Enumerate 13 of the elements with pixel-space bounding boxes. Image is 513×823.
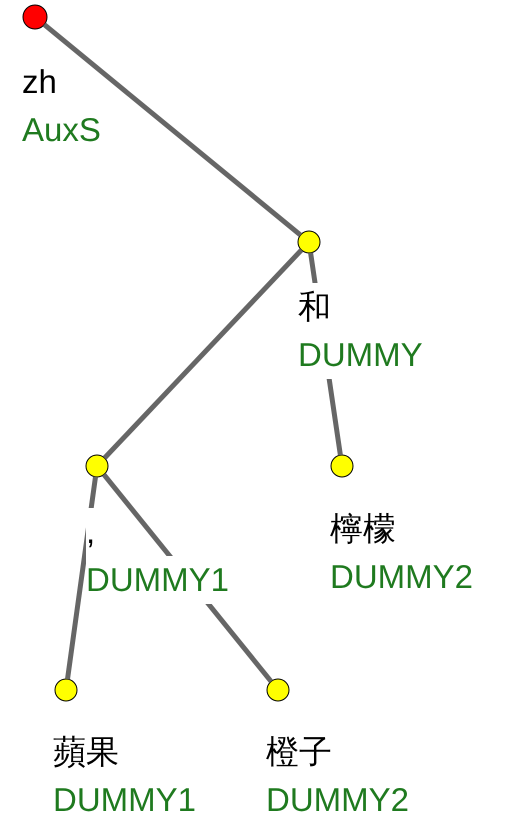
tree-edge: [102, 248, 304, 460]
word-label: ,: [86, 508, 96, 556]
node-circle: [266, 678, 290, 702]
node-circle: [85, 454, 109, 478]
tree-edge: [42, 22, 302, 237]
tree-edge: [65, 476, 98, 680]
node-circle: [54, 678, 78, 702]
node-circle: [297, 230, 321, 254]
function-label: DUMMY1: [86, 556, 230, 604]
node-circle: [22, 4, 48, 30]
function-label: DUMMY: [298, 331, 423, 379]
word-label: 和: [298, 283, 331, 331]
node-circle: [330, 454, 354, 478]
